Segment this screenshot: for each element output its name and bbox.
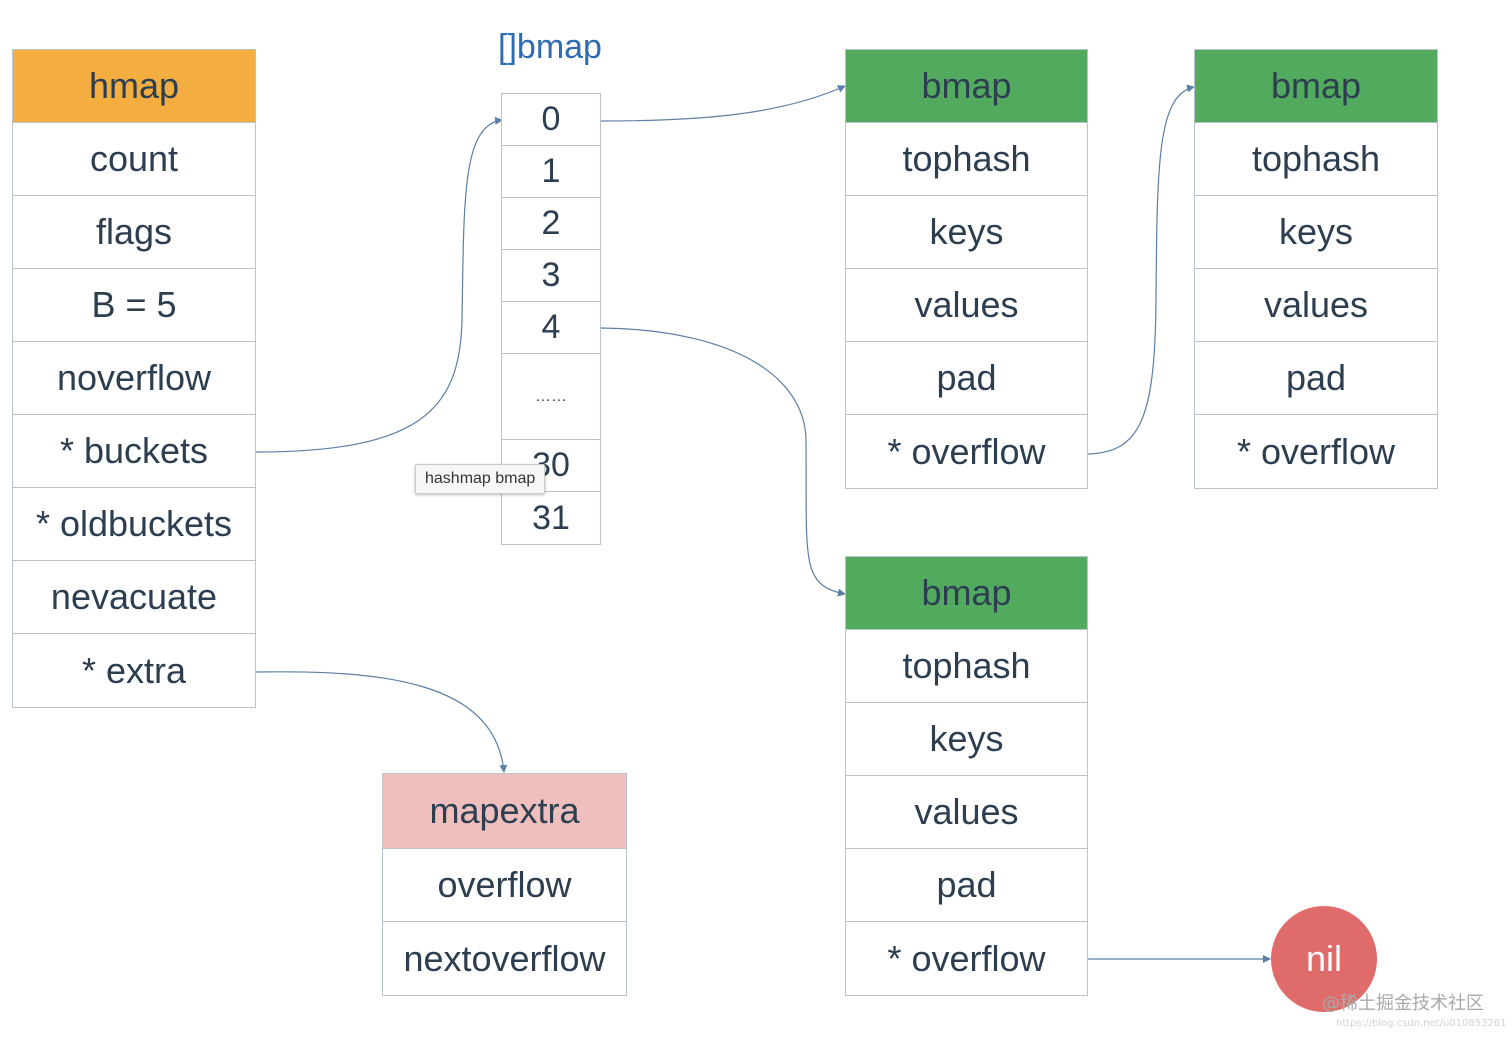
mapextra-field-overflow: overflow bbox=[383, 849, 626, 922]
bmap-field-overflow: * overflow bbox=[887, 937, 1046, 979]
bucket-slot-0: 0 bbox=[502, 94, 600, 146]
bucket-slot-4: 4 bbox=[502, 302, 600, 354]
hmap-header: hmap bbox=[13, 50, 255, 123]
bmap-slot0: bmap tophash keys values pad * overflow bbox=[845, 49, 1088, 489]
mapextra-field-nextoverflow: nextoverflow bbox=[403, 937, 606, 979]
bmap-field-values: values bbox=[846, 776, 1087, 849]
hmap-field-extra: * extra bbox=[81, 649, 187, 691]
arrow-buckets-to-array bbox=[254, 116, 503, 453]
bmap-field-pad: pad bbox=[1195, 342, 1437, 415]
bucket-slot-1: 1 bbox=[502, 146, 600, 198]
bmap-field-pad: pad bbox=[846, 342, 1087, 415]
arrow-slot4-to-bmap bbox=[600, 327, 846, 597]
hmap-struct: hmap count flags B = 5 noverflow * bucke… bbox=[12, 49, 256, 708]
arrow-extra-to-mapextra bbox=[254, 671, 508, 773]
bucket-slot-3: 3 bbox=[502, 250, 600, 302]
bmap-header: bmap bbox=[846, 557, 1087, 630]
arrow-slot0-to-bmap bbox=[600, 85, 846, 122]
bmap-header: bmap bbox=[846, 50, 1087, 123]
bmap-slot4: bmap tophash keys values pad * overflow bbox=[845, 556, 1088, 996]
hmap-field-count: count bbox=[13, 123, 255, 196]
mapextra-header: mapextra bbox=[383, 774, 626, 849]
hover-tooltip: hashmap bmap bbox=[415, 464, 546, 494]
bmap-field-overflow: * overflow bbox=[887, 430, 1046, 472]
bmap-field-tophash: tophash bbox=[846, 630, 1087, 703]
bmap-field-keys: keys bbox=[1195, 196, 1437, 269]
bmap-field-keys: keys bbox=[846, 703, 1087, 776]
mapextra-struct: mapextra overflow nextoverflow bbox=[382, 773, 627, 996]
hmap-field-flags: flags bbox=[13, 196, 255, 269]
watermark-url: https://blog.csdn.net/u010853261 bbox=[1336, 1018, 1507, 1029]
hmap-field-noverflow: noverflow bbox=[13, 342, 255, 415]
bmap-header: bmap bbox=[1195, 50, 1437, 123]
hmap-field-oldbuckets: * oldbuckets bbox=[13, 488, 255, 561]
bucket-slot-ellipsis: …… bbox=[502, 354, 600, 440]
bucket-slot-2: 2 bbox=[502, 198, 600, 250]
bucket-array: 0 1 2 3 4 …… 30 31 bbox=[501, 93, 601, 545]
bmap-field-tophash: tophash bbox=[1195, 123, 1437, 196]
nil-node: nil bbox=[1271, 906, 1377, 1012]
hmap-field-nevacuate: nevacuate bbox=[13, 561, 255, 634]
bmap-field-overflow: * overflow bbox=[1236, 430, 1396, 472]
bucket-array-title: []bmap bbox=[498, 28, 602, 66]
bmap-overflow: bmap tophash keys values pad * overflow bbox=[1194, 49, 1438, 489]
bucket-slot-31: 31 bbox=[532, 498, 570, 537]
bmap-field-tophash: tophash bbox=[846, 123, 1087, 196]
arrow-overflow-to-bmap bbox=[1087, 84, 1195, 455]
bmap-field-values: values bbox=[846, 269, 1087, 342]
watermark: @稀土掘金技术社区 bbox=[1322, 993, 1484, 1014]
bmap-field-values: values bbox=[1195, 269, 1437, 342]
hmap-field-buckets: * buckets bbox=[13, 415, 255, 488]
hmap-field-b: B = 5 bbox=[13, 269, 255, 342]
bmap-field-keys: keys bbox=[846, 196, 1087, 269]
bmap-field-pad: pad bbox=[846, 849, 1087, 922]
